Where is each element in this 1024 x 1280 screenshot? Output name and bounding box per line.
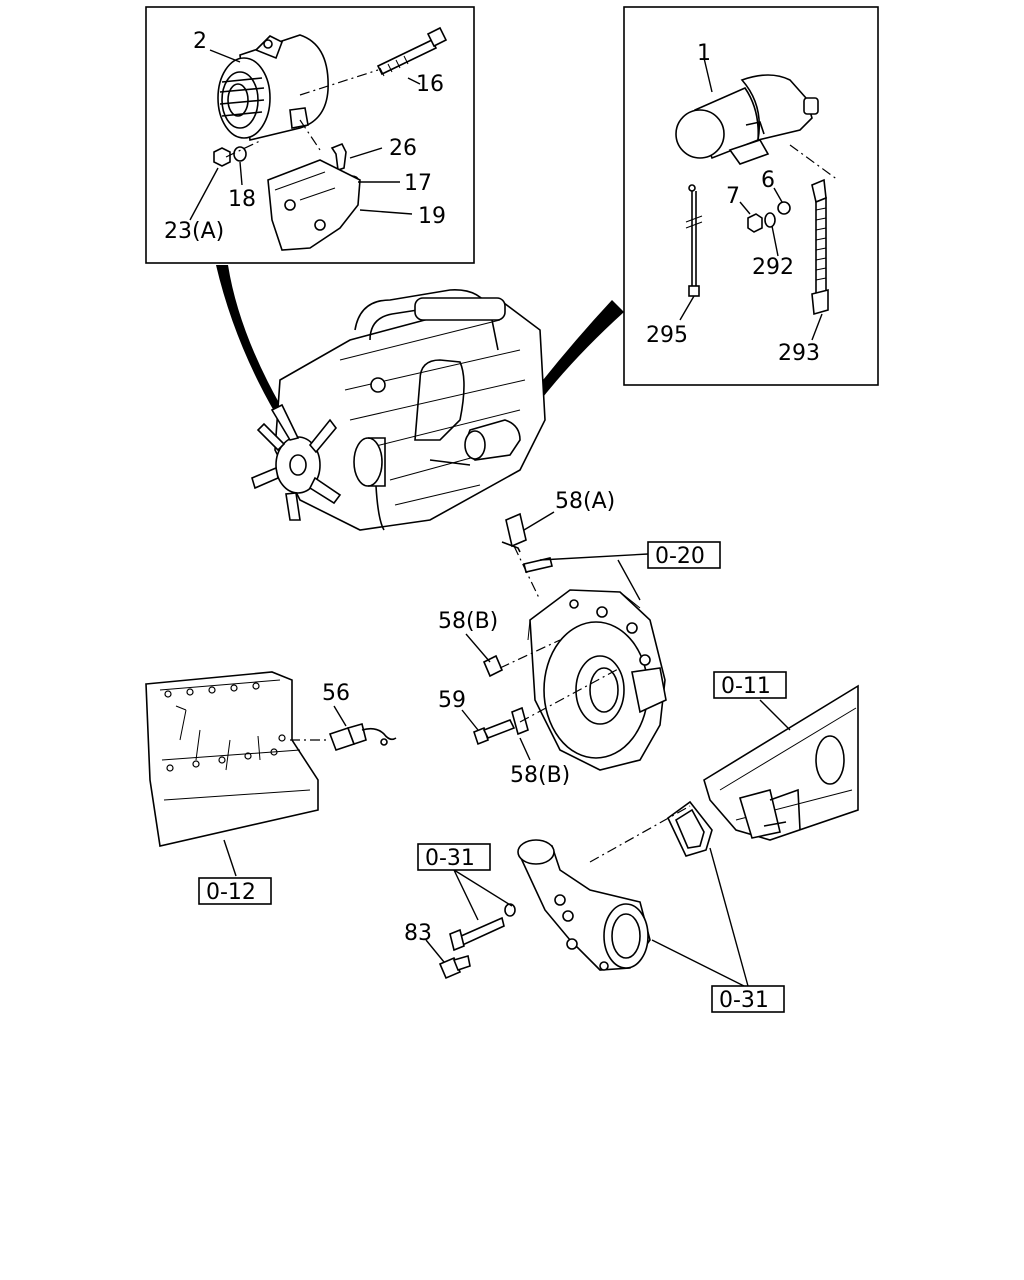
ref-0-12: 0-12 xyxy=(206,880,256,905)
washer-292 xyxy=(764,212,776,228)
nut-23a xyxy=(213,147,231,167)
flywheel-housing: 58(A) 58(B) 59 58(B) 0-20 xyxy=(438,489,721,788)
callout-83: 83 xyxy=(404,921,432,946)
starter-motor xyxy=(675,74,819,165)
ground-strap-293 xyxy=(811,178,829,316)
bolt-26 xyxy=(330,142,347,172)
callout-17: 17 xyxy=(404,171,432,196)
alternator xyxy=(217,34,329,141)
engine-assembly xyxy=(251,289,546,531)
left-inset-pointer xyxy=(216,265,292,428)
manifold: 0-11 xyxy=(703,671,859,841)
callout-1: 1 xyxy=(697,41,711,66)
alternator-inset: 2 16 26 17 18 19 23(A) xyxy=(145,6,475,264)
callout-19: 19 xyxy=(418,204,446,229)
callout-23a: 23(A) xyxy=(164,219,224,244)
bolt-16 xyxy=(376,26,448,77)
callout-59: 59 xyxy=(438,688,466,713)
ref-0-11: 0-11 xyxy=(721,674,771,699)
washer-18 xyxy=(233,146,247,162)
callout-6: 6 xyxy=(761,168,775,193)
callout-295: 295 xyxy=(646,323,688,348)
callout-18: 18 xyxy=(228,187,256,212)
crankcase: 56 0-12 xyxy=(145,671,397,905)
fan xyxy=(251,403,342,521)
callout-26: 26 xyxy=(389,136,417,161)
washer-6 xyxy=(777,201,791,215)
callout-292: 292 xyxy=(752,255,794,280)
cable-295 xyxy=(685,184,703,297)
ref-0-20: 0-20 xyxy=(655,544,705,569)
starter-inset: 1 6 7 292 295 293 xyxy=(623,6,879,386)
thermostat-housing: 83 0-31 0-31 xyxy=(404,800,785,1013)
nut-7 xyxy=(747,213,763,233)
bolt-long xyxy=(449,903,516,952)
ref-0-31-left: 0-31 xyxy=(425,846,475,871)
callout-58b-bottom: 58(B) xyxy=(510,763,570,788)
plate-58a xyxy=(505,512,527,548)
callout-56: 56 xyxy=(322,681,350,706)
callout-58b-top: 58(B) xyxy=(438,609,498,634)
callout-16: 16 xyxy=(416,72,444,97)
ref-0-31-right: 0-31 xyxy=(719,988,769,1013)
bolt-83 xyxy=(438,954,471,980)
oil-pressure-sensor-56 xyxy=(328,723,397,752)
bolt-59 xyxy=(473,718,516,746)
plate-58b-bottom xyxy=(511,706,529,736)
callout-7: 7 xyxy=(726,184,740,209)
callout-293: 293 xyxy=(778,341,820,366)
callout-58a: 58(A) xyxy=(555,489,615,514)
callout-2: 2 xyxy=(193,29,207,54)
bracket-19 xyxy=(267,159,361,251)
